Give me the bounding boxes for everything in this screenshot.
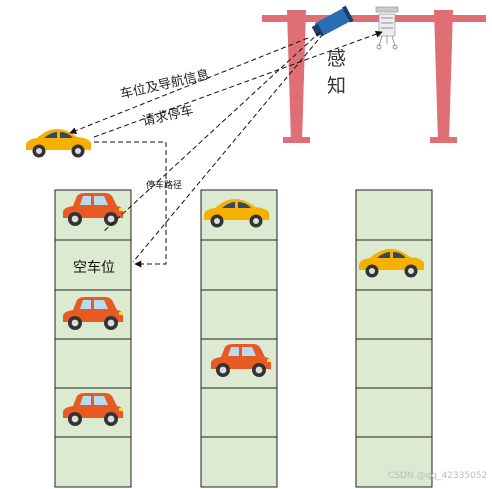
slot-free	[54, 338, 132, 389]
sense-label-2: 知	[327, 75, 347, 97]
slot-free	[355, 189, 433, 241]
slot-free	[200, 436, 278, 488]
parking-path-arrow	[94, 141, 167, 268]
gantry-right-foot	[430, 137, 457, 143]
slot-column-2	[200, 189, 278, 488]
arriving-car-icon	[26, 129, 91, 158]
slot-free	[355, 338, 433, 389]
parking-path-label: 停车路径	[146, 181, 183, 191]
slot-free	[200, 289, 278, 340]
signal-lines	[69, 30, 383, 268]
gantry	[262, 10, 486, 143]
camera-icon	[311, 5, 354, 37]
slot-free	[355, 387, 433, 438]
gantry-left-leg	[287, 10, 306, 142]
gantry-left-foot	[283, 137, 310, 143]
slot-free	[355, 289, 433, 340]
gantry-right-leg	[434, 10, 453, 142]
gantry-beam	[262, 15, 486, 22]
slot-column-1	[54, 189, 132, 488]
slot-free	[54, 436, 132, 488]
sensor-array-icon	[375, 6, 399, 50]
sense-label-1: 感	[327, 48, 347, 70]
slot-free	[200, 387, 278, 438]
request-arrow	[93, 30, 383, 138]
slot-free	[355, 436, 433, 488]
parking-lot	[54, 189, 433, 488]
slot-column-3	[355, 189, 433, 488]
empty-spot-label: 空车位	[73, 260, 115, 276]
sense-line	[132, 33, 324, 263]
slot-free	[200, 239, 278, 291]
watermark: CSDN @qq_42335052	[388, 471, 488, 481]
nav-info-arrow	[69, 37, 309, 134]
sense-line	[102, 31, 321, 233]
